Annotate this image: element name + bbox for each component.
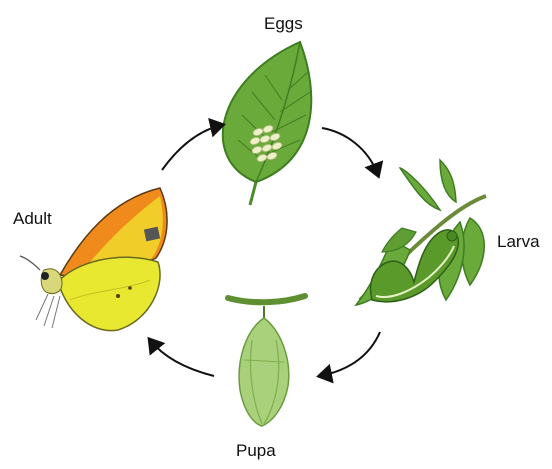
egg-leaf-illustration [223, 42, 311, 205]
stage-label-larva: Larva [497, 232, 540, 252]
stage-label-eggs: Eggs [264, 14, 303, 34]
stage-label-pupa: Pupa [236, 441, 276, 461]
larva-illustration [356, 160, 486, 305]
arrow-larva-to-pupa [320, 332, 380, 376]
arrow-adult-to-eggs [162, 125, 222, 170]
pupa-illustration [228, 296, 305, 426]
arrow-eggs-to-larva [322, 128, 378, 175]
arrow-pupa-to-adult [150, 340, 214, 376]
stage-label-adult: Adult [13, 209, 52, 229]
